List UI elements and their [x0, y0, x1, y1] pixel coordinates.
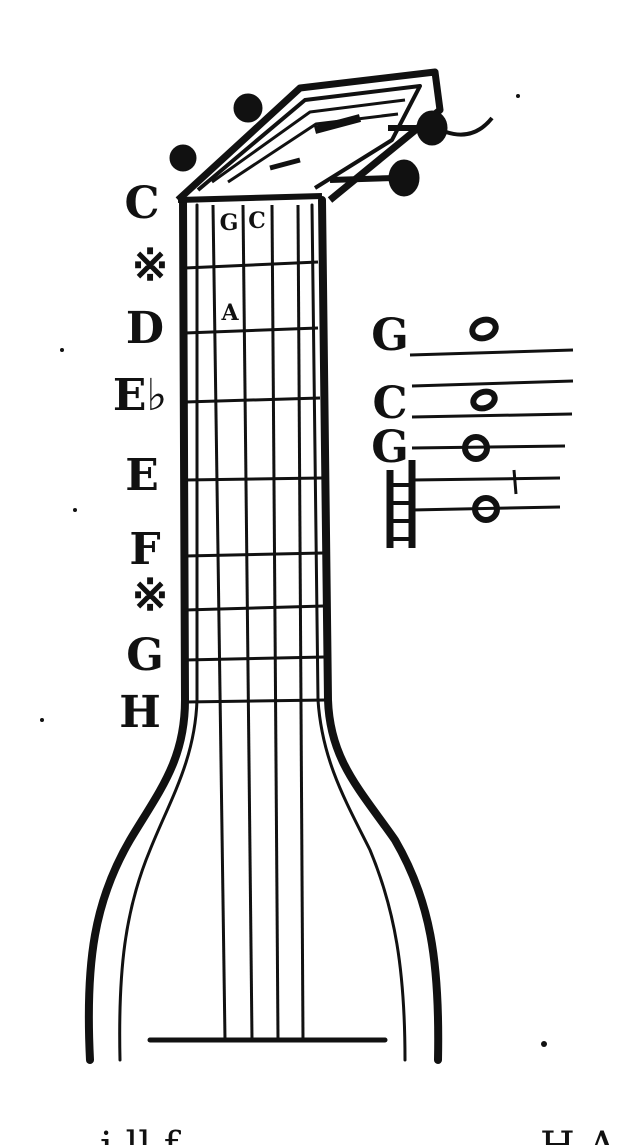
peg-curl-icon — [445, 116, 494, 137]
fret — [184, 260, 319, 270]
sharp-sign-2: ※ — [132, 570, 169, 621]
staff-line — [411, 412, 573, 419]
left-note-labels: C ※ D E♭ E F ※ G H — [113, 178, 169, 738]
pegbox-outer — [175, 68, 444, 203]
fret — [184, 396, 321, 404]
staff-lines — [409, 348, 574, 512]
ledger-tick — [512, 469, 518, 495]
fret — [184, 326, 319, 335]
peg-shaft — [313, 114, 362, 134]
note-label-e: E — [125, 450, 159, 501]
fret — [184, 476, 323, 482]
bottom-fragment-left: i ll f — [100, 1124, 182, 1145]
fret — [184, 655, 326, 662]
string — [270, 204, 280, 1041]
fret — [184, 604, 325, 612]
whole-note-icon — [469, 316, 499, 342]
peg-knob-icon — [416, 110, 448, 146]
staff-line — [411, 505, 561, 512]
staff-line — [409, 348, 574, 357]
bottom-text-fragments: i ll f H A — [100, 1124, 618, 1145]
tuning-staff: G C G — [371, 310, 574, 548]
staff-line — [411, 476, 561, 482]
staff-notes — [462, 316, 500, 523]
fret-label-a: A — [220, 300, 239, 326]
string — [211, 204, 227, 1041]
string-label-g: G — [220, 210, 239, 236]
bottom-fragment-right: H A — [540, 1124, 618, 1145]
body-left-outline — [84, 196, 190, 1064]
note-label-c: C — [124, 178, 159, 229]
whole-note-icon — [472, 495, 500, 523]
string — [241, 204, 254, 1041]
peg-shaft — [329, 175, 396, 183]
pegbox-inner — [196, 84, 422, 192]
tuning-pegs — [169, 93, 494, 197]
staff-note-labels: G C G — [371, 310, 409, 473]
instrument-body — [84, 196, 443, 1064]
pegbox — [175, 68, 444, 203]
staff-label-c: C — [372, 378, 407, 429]
whole-note-icon — [462, 434, 490, 462]
body-right-outline — [318, 196, 443, 1064]
peg-shaft — [269, 157, 301, 171]
note-label-e-flat: E♭ — [113, 370, 167, 421]
note-label-h: H — [119, 687, 161, 738]
ladder-clef-icon — [386, 460, 416, 548]
ink-speck — [516, 94, 520, 98]
ink-speck — [40, 718, 44, 722]
ink-speck — [60, 348, 64, 352]
peg-knob-icon — [169, 144, 197, 172]
note-label-g: G — [126, 630, 164, 681]
ink-specks — [40, 94, 547, 1047]
note-label-d: D — [126, 303, 164, 354]
staff-label-g-2: G — [371, 422, 409, 473]
string — [296, 204, 305, 1041]
whole-note-icon — [470, 388, 498, 412]
neck-inner-left — [118, 203, 199, 1062]
staff-line — [411, 379, 574, 388]
pegbox-slot — [211, 98, 406, 184]
staff-label-g-1: G — [371, 310, 409, 361]
ink-speck — [73, 508, 77, 512]
neck-inner-right — [310, 203, 407, 1062]
peg-knob-icon — [388, 159, 420, 197]
staff-ledger-marks — [512, 469, 518, 495]
ink-speck — [541, 1041, 547, 1047]
pegbox-slot — [227, 112, 399, 184]
note-label-f: F — [129, 524, 160, 575]
peg-knob-icon — [233, 93, 263, 123]
sharp-sign-1: ※ — [132, 240, 169, 291]
frets — [184, 260, 327, 704]
fret — [184, 551, 324, 558]
string-label-c: C — [248, 208, 266, 234]
strings — [211, 204, 305, 1041]
nut — [177, 193, 323, 203]
fret — [184, 698, 327, 704]
fingerboard-labels: G C A — [220, 208, 266, 326]
